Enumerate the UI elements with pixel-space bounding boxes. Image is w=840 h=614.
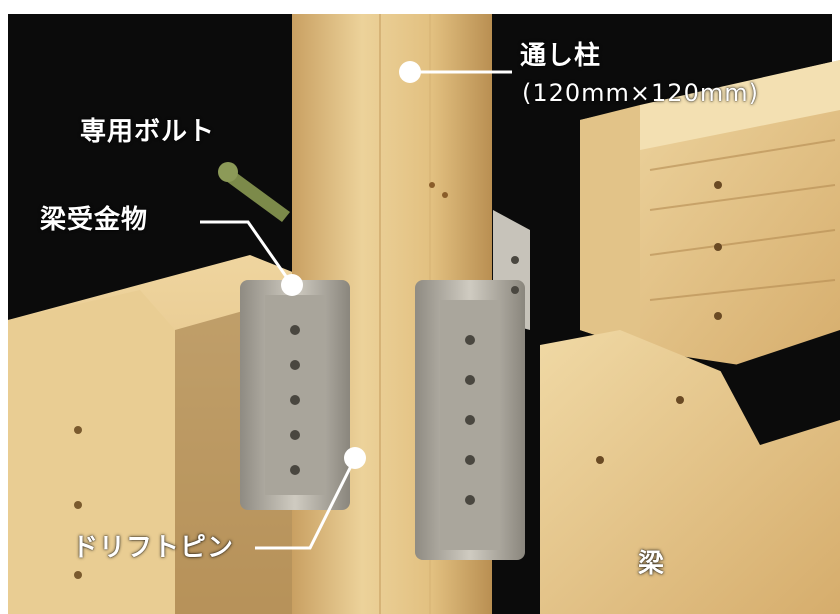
drift-pin-label: ドリフトピン bbox=[72, 533, 235, 563]
column-name-label: 通し柱 bbox=[520, 41, 602, 71]
bolt bbox=[218, 162, 290, 222]
column-size-label: (120mm×120mm) bbox=[522, 79, 759, 107]
callout-dots bbox=[281, 61, 421, 469]
left-hardware bbox=[240, 280, 350, 510]
lower-right-beam bbox=[540, 330, 840, 614]
callout-lines bbox=[200, 70, 512, 550]
beam-label: 梁 bbox=[638, 549, 666, 579]
right-hardware bbox=[415, 210, 530, 560]
hardware-label: 梁受金物 bbox=[40, 205, 149, 235]
bolt-label: 専用ボルト bbox=[80, 117, 216, 147]
left-beam bbox=[8, 255, 300, 614]
upper-right-beam bbox=[580, 60, 840, 380]
